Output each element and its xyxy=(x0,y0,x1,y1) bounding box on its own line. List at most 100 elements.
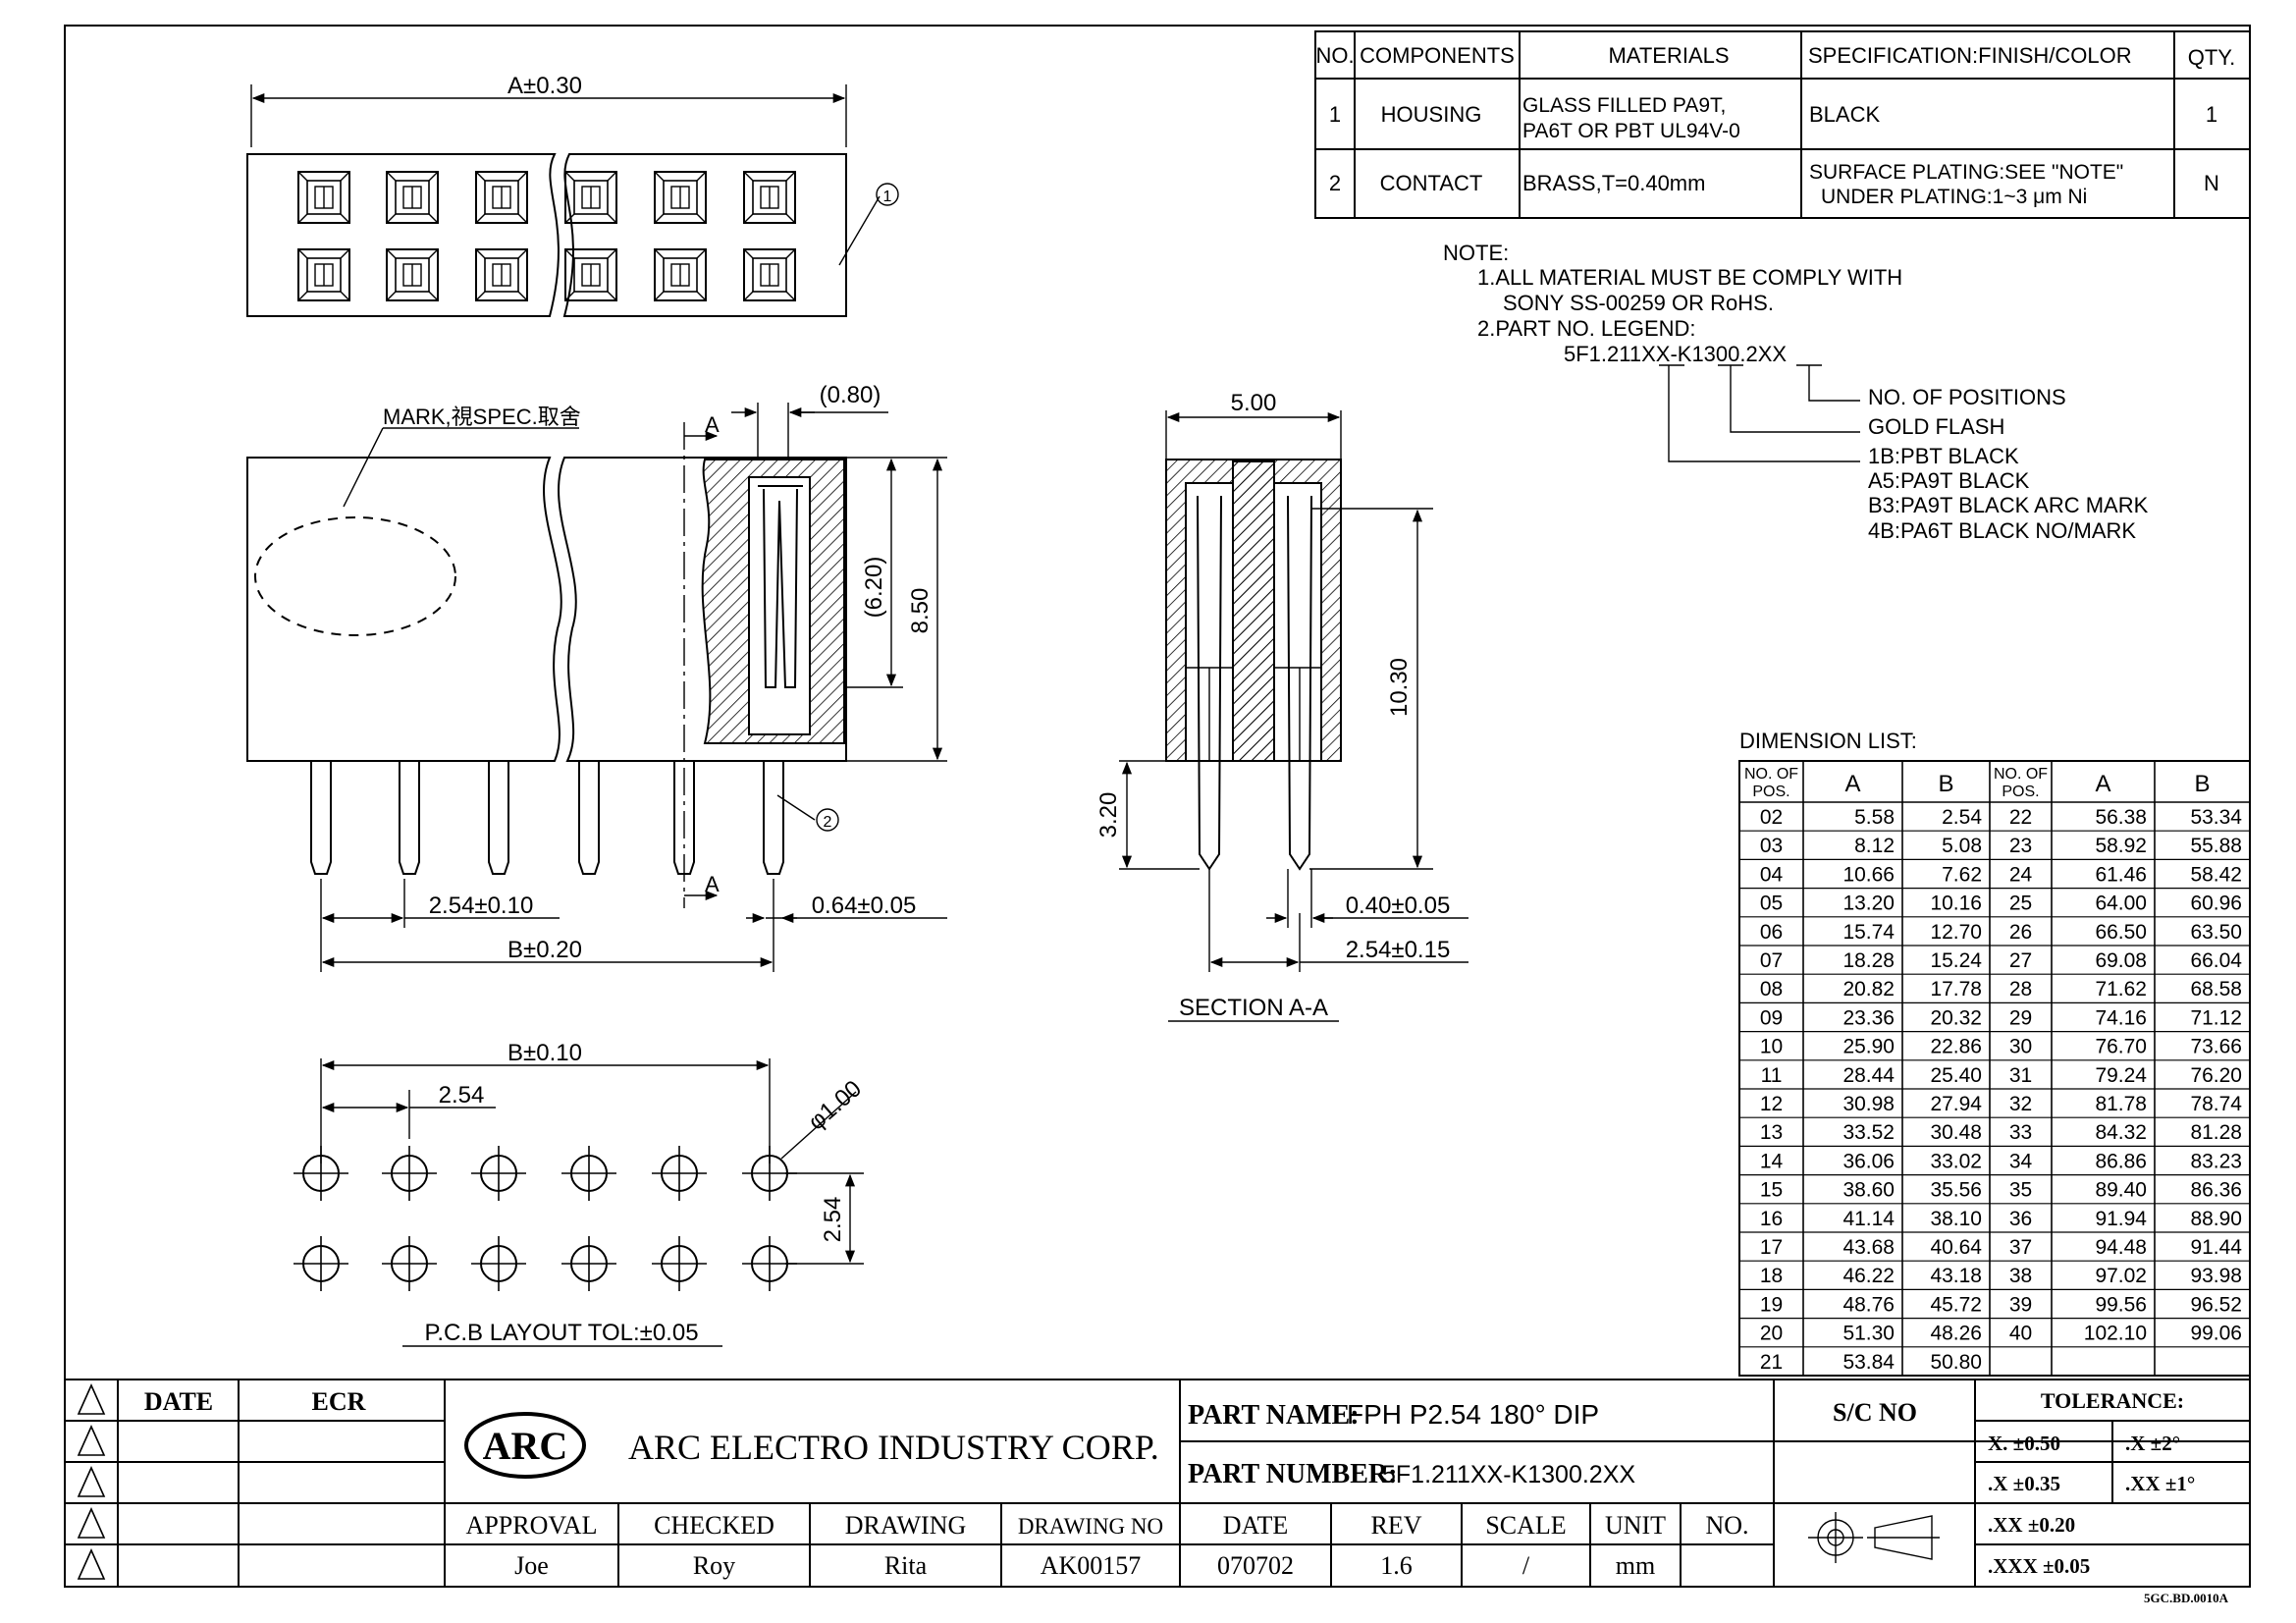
dim-pos-cell: 35 xyxy=(2009,1179,2032,1202)
dim-a-cell: 41.14 xyxy=(1842,1208,1895,1230)
dim-pos-cell: 23 xyxy=(2009,835,2032,857)
dim-b-cell: 12.70 xyxy=(1930,921,1982,944)
dim-b-cell: 43.18 xyxy=(1930,1265,1982,1287)
section-a-bottom: A xyxy=(705,872,720,896)
dim-pos-cell: 38 xyxy=(2009,1265,2032,1287)
contact-cavity xyxy=(475,171,528,224)
legend-4b: 4B:PA6T BLACK NO/MARK xyxy=(1868,518,2136,543)
dim-pos-cell: 09 xyxy=(1760,1006,1783,1029)
revision-triangle-icon xyxy=(77,1548,106,1580)
part-number: 5F1.211XX-K1300.2XX xyxy=(1382,1461,1635,1488)
sc-no-label: S/C NO xyxy=(1833,1398,1917,1427)
title-block-header: DRAWING NO xyxy=(1018,1514,1163,1539)
dim-a-cell: 43.68 xyxy=(1842,1236,1895,1259)
title-block-value: Roy xyxy=(693,1551,735,1580)
dim-a-cell: 91.94 xyxy=(2095,1208,2147,1230)
tolerance-4: .XXX ±0.05 xyxy=(1988,1554,2090,1578)
dim-a-cell: 74.16 xyxy=(2095,1006,2147,1029)
contact-cavity xyxy=(386,171,439,224)
dim-a-cell: 89.40 xyxy=(2095,1179,2147,1202)
title-block-header: REV xyxy=(1371,1511,1422,1540)
title-block: DATE ECR ARC ARC ELECTRO INDUSTRY CORP. … xyxy=(64,1379,2251,1605)
dim-b-cell: 81.28 xyxy=(2190,1121,2242,1144)
dim-a-cell: 20.82 xyxy=(1842,978,1895,1001)
bom-header-no: NO. xyxy=(1315,43,1354,68)
dim-pos-cell: 08 xyxy=(1760,978,1783,1001)
dim-a-cell: 51.30 xyxy=(1842,1323,1895,1345)
title-block-header: SCALE xyxy=(1485,1511,1566,1540)
dim-a-cell: 13.20 xyxy=(1842,893,1895,915)
pos-header: NO. OF xyxy=(1994,766,2048,783)
pcb-hole xyxy=(652,1146,707,1201)
dim-a-cell: 25.90 xyxy=(1842,1036,1895,1058)
legend-flash: GOLD FLASH xyxy=(1868,414,2004,439)
balloon-2: 2 xyxy=(824,814,832,831)
dim-a-cell: 71.62 xyxy=(2095,978,2147,1001)
dim-pos-cell: 33 xyxy=(2009,1121,2032,1144)
dim-pitch: 2.54±0.10 xyxy=(429,893,534,919)
dim-b-cell: 17.78 xyxy=(1930,978,1982,1001)
part-number-label: PART NUMBER: xyxy=(1188,1459,1397,1489)
drawing-frame xyxy=(64,25,2251,1588)
dim-pos-cell: 11 xyxy=(1761,1064,1783,1087)
title-block-value: 1.6 xyxy=(1380,1551,1413,1580)
dim-850: 8.50 xyxy=(907,588,934,634)
dim-b-cell: 63.50 xyxy=(2190,921,2242,944)
dim-b-cell: 50.80 xyxy=(1930,1351,1982,1374)
dim-pos-cell: 13 xyxy=(1760,1121,1783,1144)
pcb-hole xyxy=(471,1236,526,1291)
dim-b-cell: 20.32 xyxy=(1930,1006,1982,1029)
title-block-header: NO. xyxy=(1705,1511,1748,1540)
dim-b-cell: 76.20 xyxy=(2190,1064,2242,1087)
legend-1b: 1B:PBT BLACK xyxy=(1868,444,2019,468)
dim-b-cell: 53.34 xyxy=(2190,806,2242,829)
contact-pin xyxy=(673,761,695,875)
contact-pin xyxy=(399,761,420,875)
section-view: 5.00 10.30 3.20 0.40±0.05 2.54±0.1 xyxy=(1095,390,1468,1022)
notes: NOTE: 1.ALL MATERIAL MUST BE COMPLY WITH… xyxy=(1443,241,2149,543)
pcb-hole xyxy=(294,1236,348,1291)
dim-a-cell: 102.10 xyxy=(2084,1323,2147,1345)
bom-row2-component: CONTACT xyxy=(1380,171,1483,195)
dim-a: A±0.30 xyxy=(507,73,582,99)
dim-a-cell: 79.24 xyxy=(2095,1064,2147,1087)
col-b-header: B xyxy=(1938,771,1953,797)
dim-a-cell: 81.78 xyxy=(2095,1093,2147,1115)
bom-row1-spec: BLACK xyxy=(1809,102,1880,127)
dim-b: B±0.20 xyxy=(507,937,582,963)
dim-b-cell: 38.10 xyxy=(1930,1208,1982,1230)
pcb-dim-row: 2.54 xyxy=(820,1197,846,1243)
dim-a-cell: 94.48 xyxy=(2095,1236,2147,1259)
col-b-header: B xyxy=(2194,771,2210,797)
dim-pos-cell: 21 xyxy=(1760,1351,1783,1374)
dim-a-cell: 38.60 xyxy=(1842,1179,1895,1202)
dim-pos-cell: 05 xyxy=(1760,893,1783,915)
dim-b-cell: 91.44 xyxy=(2190,1236,2242,1259)
dim-pos-cell: 32 xyxy=(2009,1093,2032,1115)
dim-a-cell: 48.76 xyxy=(1842,1293,1895,1316)
dim-b-cell: 78.74 xyxy=(2190,1093,2242,1115)
contact-cavity xyxy=(743,248,796,301)
front-view: MARK,視SPEC.取舍 A A (0.80) (6.20) 8.50 2 xyxy=(246,382,947,972)
dim-a-cell: 15.74 xyxy=(1842,921,1895,944)
bom-row2-no: 2 xyxy=(1329,171,1341,195)
dim-pos-cell: 29 xyxy=(2009,1006,2032,1029)
revision-triangle-icon xyxy=(77,1466,106,1497)
dim-pos-cell: 10 xyxy=(1760,1036,1783,1058)
pcb-dim-pitch: 2.54 xyxy=(439,1082,485,1109)
dim-a-cell: 8.12 xyxy=(1854,835,1895,857)
dim-b-cell: 93.98 xyxy=(2190,1265,2242,1287)
dim-b-cell: 27.94 xyxy=(1930,1093,1982,1115)
dim-620: (6.20) xyxy=(861,557,887,619)
contact-pin xyxy=(310,761,332,875)
dim-pos-cell: 40 xyxy=(2009,1323,2032,1345)
tolerance-1: X. ±0.50 xyxy=(1988,1432,2060,1455)
bom-row2-spec-2: UNDER PLATING:1~3 μm Ni xyxy=(1821,186,2087,208)
pcb-hole xyxy=(382,1146,437,1201)
part-name-label: PART NAME: xyxy=(1188,1400,1360,1431)
pcb-hole xyxy=(561,1236,616,1291)
tolerance-3: .XX ±0.20 xyxy=(1988,1513,2075,1537)
dim-pos-cell: 02 xyxy=(1760,806,1783,829)
pos-header: POS. xyxy=(2002,784,2039,800)
pos-header: NO. OF xyxy=(1744,766,1798,783)
